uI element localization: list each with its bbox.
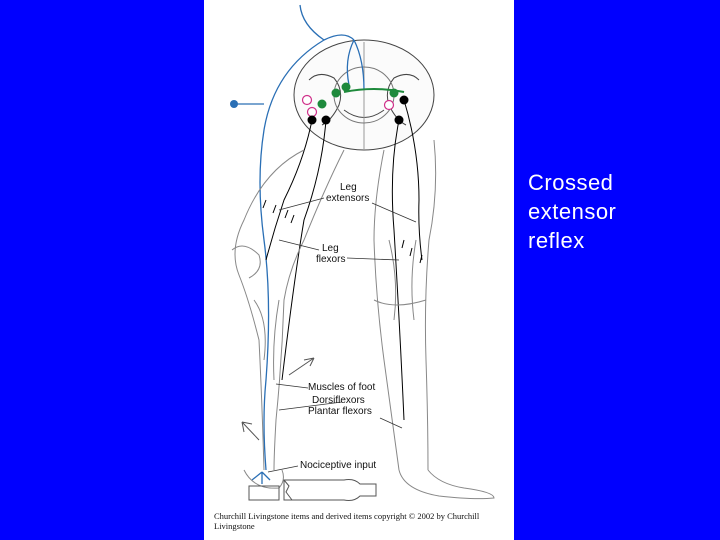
interneurons: [317, 82, 405, 109]
title-line-1: Crossed: [528, 170, 614, 195]
label-muscles-of-foot: Muscles of foot: [308, 382, 376, 393]
right-leg: [373, 139, 495, 500]
slide-title: Crossed extensor reflex: [528, 168, 708, 255]
broken-bottle: [248, 479, 377, 501]
spinal-cord: [293, 39, 435, 151]
label-nociceptive-input: Nociceptive input: [300, 460, 377, 471]
label-leg-extensors-1: Leg: [340, 182, 357, 193]
copyright-notice: Churchill Livingstone items and derived …: [214, 511, 504, 531]
label-dorsiflexors: Dorsiflexors: [312, 395, 365, 406]
label-leg-extensors-2: extensors: [326, 193, 370, 204]
sensory-pathway: [233, 4, 365, 484]
label-plantar-flexors: Plantar flexors: [308, 406, 372, 417]
leader-lines: [267, 197, 417, 473]
dorsal-root-ganglion: [230, 100, 238, 108]
motor-axons: [262, 99, 423, 421]
label-leg-flexors-1: Leg: [322, 243, 339, 254]
motion-arrows: [241, 357, 315, 441]
inhibitory-neurons: [301, 94, 395, 118]
label-leg-flexors-2: flexors: [316, 254, 346, 265]
diagram-panel: Leg extensors Leg flexors Muscles of foo…: [204, 0, 514, 540]
title-line-2: extensor: [528, 199, 617, 224]
crossed-extensor-reflex-diagram: [230, 4, 495, 501]
title-line-3: reflex: [528, 228, 585, 253]
copyright-line-2: Livingstone: [214, 521, 255, 531]
copyright-line-1: Churchill Livingstone items and derived …: [214, 511, 480, 521]
